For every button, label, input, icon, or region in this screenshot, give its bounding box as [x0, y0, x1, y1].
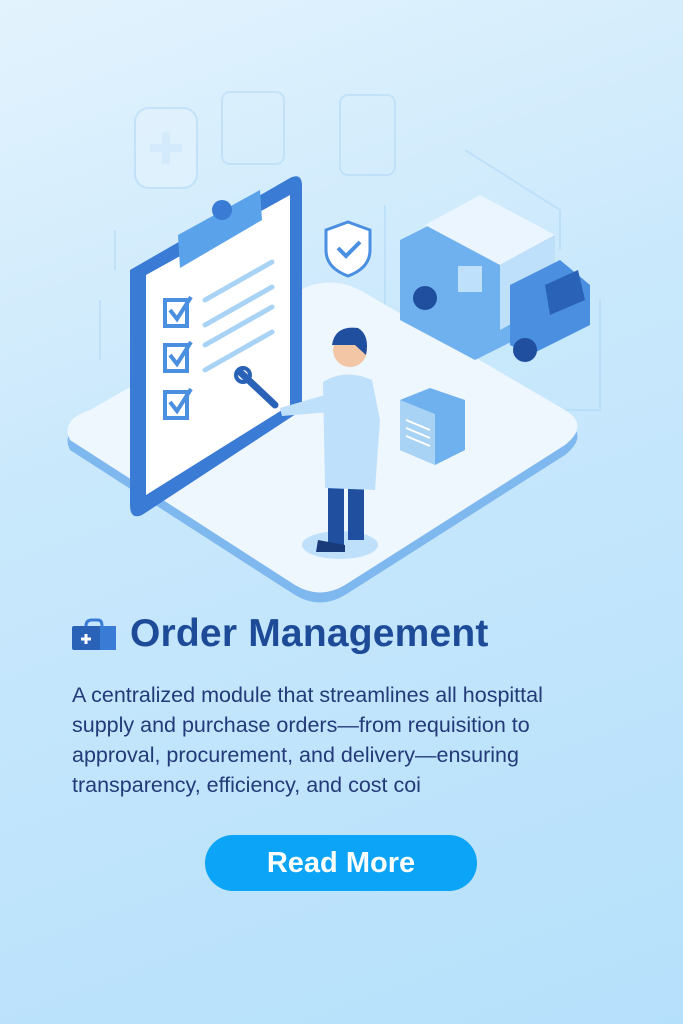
person-with-wrench [234, 327, 380, 559]
read-more-button[interactable]: Read More [205, 835, 477, 891]
description-line: approval, procurement, and delivery—ensu… [72, 743, 519, 767]
title-row: Order Management [72, 612, 489, 656]
description-line: transparency, efficiency, and cost coi [72, 773, 421, 797]
package-box-icon [400, 388, 465, 465]
delivery-truck-icon [400, 195, 590, 362]
description-line: A centralized module that streamlines al… [72, 683, 543, 707]
medical-bag-icon [72, 618, 116, 650]
order-management-illustration [67, 91, 601, 603]
clipboard-checklist-icon [130, 176, 302, 517]
description-line: supply and purchase orders—from requisit… [72, 713, 530, 737]
description: A centralized module that streamlines al… [72, 680, 672, 800]
page-title: Order Management [130, 612, 489, 655]
wrench-icon [236, 368, 279, 409]
shield-check-icon [324, 220, 372, 278]
